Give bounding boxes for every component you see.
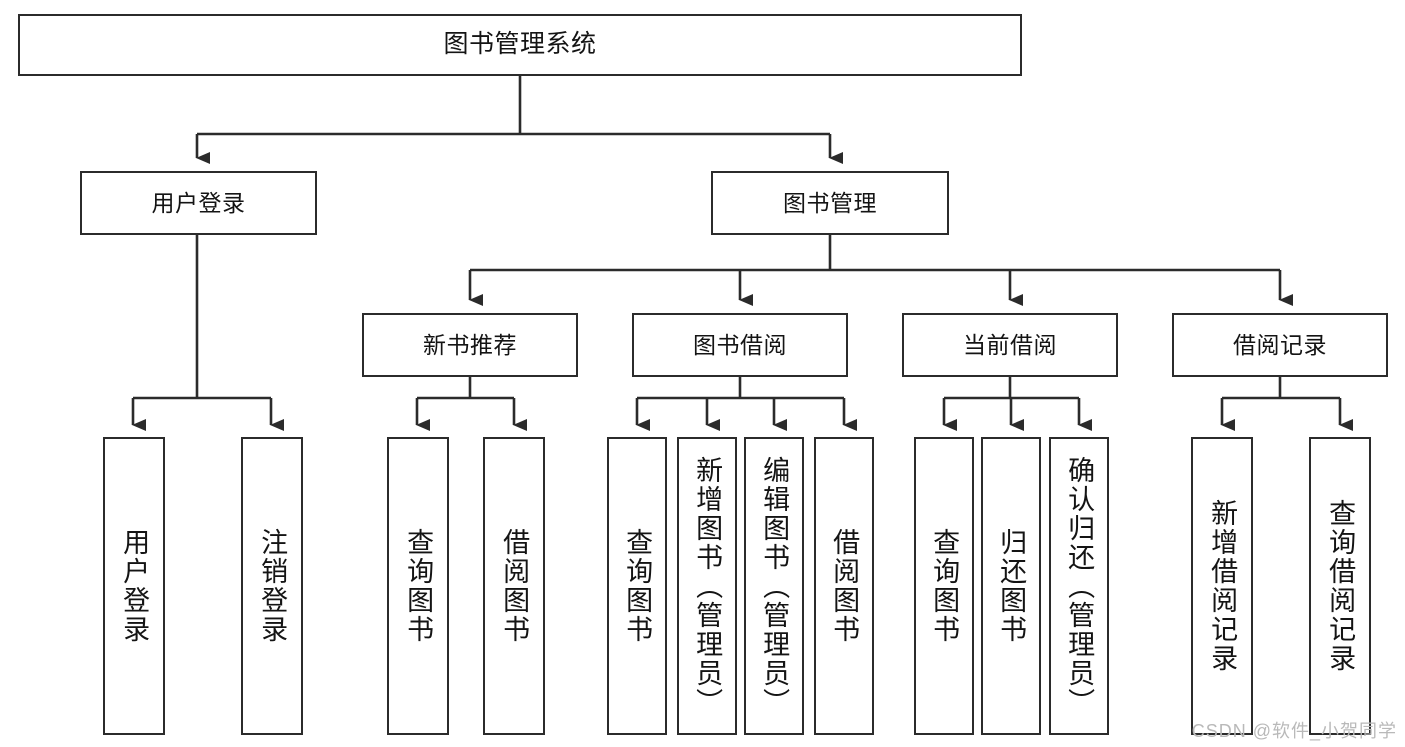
leaf-confirm-return-admin[interactable]: 确认归还（管理员） bbox=[1049, 437, 1109, 735]
leaf-user-login[interactable]: 用户登录 bbox=[103, 437, 165, 735]
node-root-system[interactable]: 图书管理系统 bbox=[18, 14, 1022, 76]
node-label: 新增图书（管理员） bbox=[692, 455, 723, 717]
node-borrow-record[interactable]: 借阅记录 bbox=[1172, 313, 1388, 377]
leaf-borrow-book[interactable]: 借阅图书 bbox=[814, 437, 874, 735]
node-label: 查询图书 bbox=[929, 528, 960, 644]
leaf-logout[interactable]: 注销登录 bbox=[241, 437, 303, 735]
node-label: 借阅图书 bbox=[499, 528, 530, 644]
leaf-add-book-admin[interactable]: 新增图书（管理员） bbox=[677, 437, 737, 735]
node-label: 新增借阅记录 bbox=[1207, 499, 1238, 673]
node-book-manage[interactable]: 图书管理 bbox=[711, 171, 949, 235]
leaf-edit-book-admin[interactable]: 编辑图书（管理员） bbox=[744, 437, 804, 735]
node-label: 查询图书 bbox=[403, 528, 434, 644]
node-label: 当前借阅 bbox=[963, 331, 1057, 358]
node-book-borrow[interactable]: 图书借阅 bbox=[632, 313, 848, 377]
leaf-add-borrow-record[interactable]: 新增借阅记录 bbox=[1191, 437, 1253, 735]
node-label: 图书管理 bbox=[783, 189, 877, 216]
leaf-return-book[interactable]: 归还图书 bbox=[981, 437, 1041, 735]
node-new-book-recommend[interactable]: 新书推荐 bbox=[362, 313, 578, 377]
node-label: 借阅记录 bbox=[1233, 331, 1327, 358]
node-label: 用户登录 bbox=[151, 189, 246, 216]
node-label: 借阅图书 bbox=[829, 528, 860, 644]
node-label: 图书借阅 bbox=[693, 331, 787, 358]
leaf-query-book-current[interactable]: 查询图书 bbox=[914, 437, 974, 735]
node-label: 用户登录 bbox=[119, 528, 150, 644]
node-label: 确认归还（管理员） bbox=[1064, 455, 1095, 717]
node-label: 图书管理系统 bbox=[443, 30, 597, 59]
leaf-query-book-new[interactable]: 查询图书 bbox=[387, 437, 449, 735]
node-label: 查询图书 bbox=[622, 528, 653, 644]
node-label: 注销登录 bbox=[257, 528, 288, 644]
leaf-borrow-book-new[interactable]: 借阅图书 bbox=[483, 437, 545, 735]
node-current-borrow[interactable]: 当前借阅 bbox=[902, 313, 1118, 377]
csdn-watermark: CSDN @软件_小贺同学 bbox=[1191, 721, 1397, 741]
node-label: 新书推荐 bbox=[423, 331, 517, 358]
node-user-login[interactable]: 用户登录 bbox=[80, 171, 317, 235]
leaf-query-borrow-record[interactable]: 查询借阅记录 bbox=[1309, 437, 1371, 735]
node-label: 查询借阅记录 bbox=[1325, 499, 1356, 673]
node-label: 编辑图书（管理员） bbox=[759, 455, 790, 717]
node-label: 归还图书 bbox=[996, 528, 1027, 644]
leaf-query-book-borrow[interactable]: 查询图书 bbox=[607, 437, 667, 735]
